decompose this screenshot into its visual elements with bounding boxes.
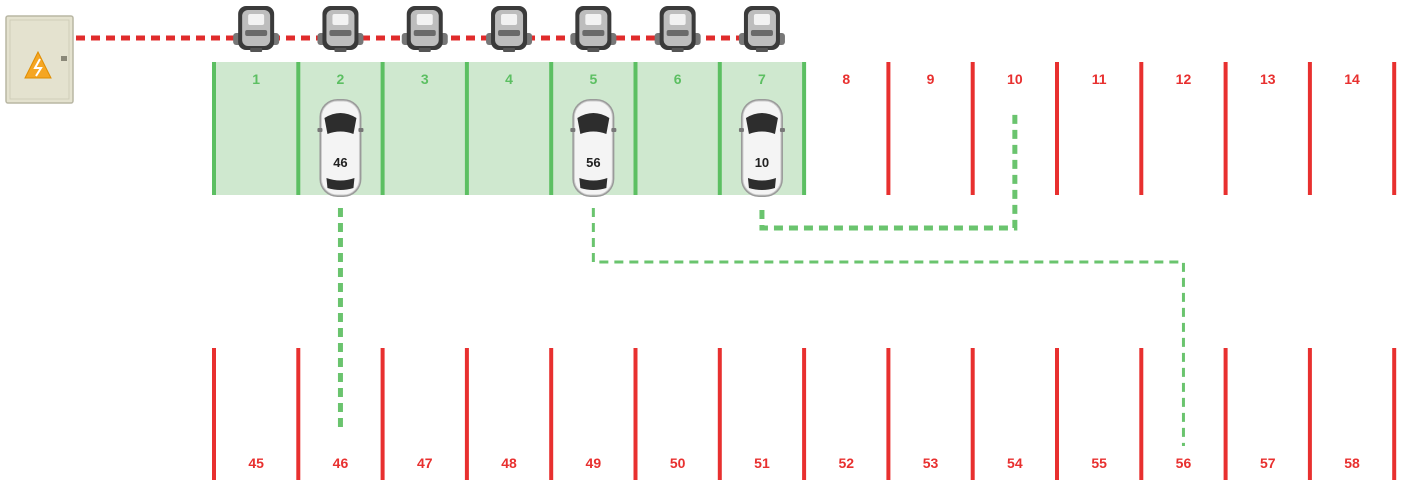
power-cabinet	[5, 15, 74, 104]
spot-label: 49	[586, 455, 602, 471]
power-layer	[5, 6, 785, 104]
high-voltage-icon	[24, 50, 52, 79]
spot-label: 53	[923, 455, 939, 471]
active-spot-bg	[382, 62, 467, 195]
route-line	[759, 112, 1018, 231]
spot-label: 50	[670, 455, 686, 471]
spot-label: 6	[674, 71, 682, 87]
spot-label: 12	[1176, 71, 1192, 87]
spot-label: 58	[1344, 455, 1360, 471]
car-label: 46	[333, 155, 347, 170]
active-spot-bg	[635, 62, 720, 195]
spot-label: 5	[589, 71, 597, 87]
route-line	[591, 208, 1185, 446]
ev-charger-icon	[738, 6, 785, 52]
spot-label: 13	[1260, 71, 1276, 87]
spot-label: 11	[1092, 71, 1107, 87]
spot-label: 10	[1007, 71, 1023, 87]
car-label: 56	[586, 155, 600, 170]
car: 10	[738, 99, 785, 197]
active-spot-bg	[214, 62, 299, 195]
spot-label: 2	[337, 71, 345, 87]
spot-label: 57	[1260, 455, 1276, 471]
ev-charger-icon	[654, 6, 701, 52]
spot-label: 1	[252, 71, 260, 87]
spot-label: 14	[1344, 71, 1360, 87]
spot-label: 54	[1007, 455, 1023, 471]
spot-label: 45	[248, 455, 264, 471]
active-spot-bg	[466, 62, 552, 195]
spot-label: 51	[754, 455, 770, 471]
spot-label: 52	[838, 455, 854, 471]
spot-label: 47	[417, 455, 433, 471]
spot-label: 48	[501, 455, 517, 471]
ev-charger-icon	[317, 6, 364, 52]
spot-label: 7	[758, 71, 766, 87]
car: 56	[570, 99, 617, 197]
spot-label: 55	[1091, 455, 1107, 471]
spot-label: 56	[1176, 455, 1192, 471]
ev-charger-icon	[401, 6, 448, 52]
car: 46	[317, 99, 364, 197]
spot-label: 4	[505, 71, 513, 87]
ev-charger-icon	[570, 6, 617, 52]
bottom-parking-row: 45 46 47 48 49 50 51 52 53 54 55 56 57 58	[212, 348, 1397, 480]
reassignment-routes	[337, 112, 1185, 446]
car-label: 10	[755, 155, 769, 170]
spot-label: 9	[927, 71, 935, 87]
spot-label: 46	[333, 455, 349, 471]
spot-label: 8	[842, 71, 850, 87]
ev-charger-icon	[233, 6, 280, 52]
spot-label: 3	[421, 71, 429, 87]
parked-cars: 46 56 10	[317, 99, 785, 197]
ev-charger-icon	[486, 6, 533, 52]
